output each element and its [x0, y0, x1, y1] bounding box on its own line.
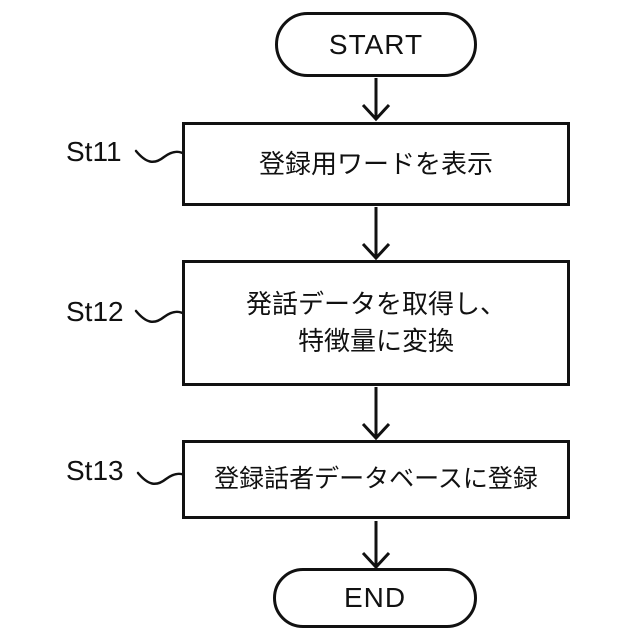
process-box-st12: 発話データを取得し、 特徴量に変換	[182, 260, 570, 386]
process-box-st11: 登録用ワードを表示	[182, 122, 570, 206]
arrow-head-icon	[361, 422, 391, 441]
process-box-st13: 登録話者データベースに登録	[182, 440, 570, 519]
arrow-st11-to-st12	[361, 207, 391, 261]
arrow-head-icon	[361, 242, 391, 261]
arrow-head-icon	[361, 551, 391, 570]
arrow-start-to-st11	[361, 78, 391, 122]
process-label-st13: 登録話者データベースに登録	[214, 465, 538, 493]
start-node: START	[275, 12, 477, 77]
arrow-st12-to-st13	[361, 387, 391, 441]
arrow-head-icon	[361, 103, 391, 122]
start-label: START	[328, 28, 424, 60]
step-id-st12: St12	[66, 296, 124, 327]
process-label-st11: 登録用ワードを表示	[258, 148, 493, 179]
step-id-st11: St11	[66, 136, 122, 167]
end-node: END	[273, 568, 477, 628]
process-label-st12: 発話データを取得し、 特徴量に変換	[245, 289, 506, 356]
arrow-st13-to-end	[361, 521, 391, 570]
step-id-st13: St13	[66, 455, 124, 486]
end-label: END	[343, 582, 407, 613]
